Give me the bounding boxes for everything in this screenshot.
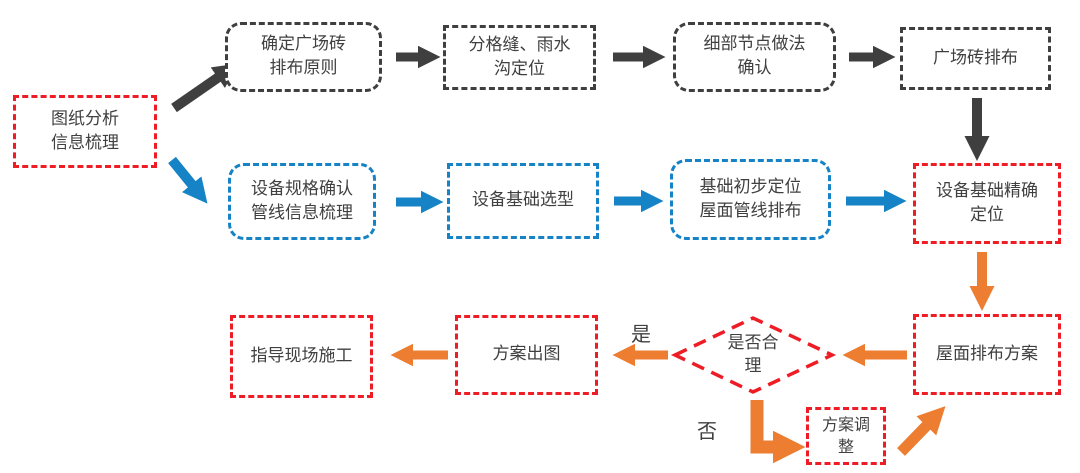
node-equipment-base-precise-positioning-label: 设备基础精确 定位	[936, 180, 1038, 225]
node-preliminary-positioning: 基础初步定位 屋面管线排布	[670, 159, 831, 240]
node-joint-gutter-positioning: 分格缝、雨水 沟定位	[443, 25, 596, 90]
node-plaza-tile-layout: 广场砖排布	[900, 27, 1051, 90]
node-joint-gutter-positioning-label: 分格缝、雨水 沟定位	[468, 34, 571, 79]
arrow-source-to-top1	[171, 63, 239, 113]
node-guide-site-construction-label: 指导现场施工	[250, 345, 353, 366]
node-roof-layout-plan-label: 屋面排布方案	[936, 343, 1038, 364]
decision-diamond	[670, 316, 837, 394]
node-equipment-spec-confirmation-label: 设备规格确认 管线信息梳理	[251, 178, 353, 223]
node-tile-layout-principle: 确定广场砖 排布原则	[225, 22, 382, 92]
node-plan-adjustment-label: 方案调 整	[821, 414, 870, 456]
node-plaza-tile-layout-label: 广场砖排布	[933, 47, 1018, 68]
node-detail-node-confirmation: 细部节点做法 确认	[673, 22, 836, 92]
arrow-decision-to-adjust	[750, 400, 806, 464]
node-drawing-analysis-label: 图纸分析 信息梳理	[51, 108, 119, 153]
branch-label-no: 否	[697, 419, 717, 443]
node-preliminary-positioning-label: 基础初步定位 屋面管线排布	[699, 176, 802, 221]
branch-label-yes: 是	[631, 322, 651, 346]
node-plan-adjustment: 方案调 整	[806, 407, 886, 465]
arrow-adjust-to-roofplan	[897, 406, 946, 456]
node-guide-site-construction: 指导现场施工	[230, 315, 373, 398]
node-drawing-analysis: 图纸分析 信息梳理	[13, 95, 157, 168]
node-plan-drawing-output: 方案出图	[455, 315, 598, 395]
node-equipment-spec-confirmation: 设备规格确认 管线信息梳理	[228, 163, 376, 240]
node-roof-layout-plan: 屋面排布方案	[913, 314, 1061, 395]
node-plan-drawing-output-label: 方案出图	[492, 344, 561, 365]
node-equipment-base-precise-positioning: 设备基础精确 定位	[913, 163, 1061, 244]
node-equipment-base-selection-label: 设备基础选型	[472, 190, 574, 211]
node-equipment-base-selection: 设备基础选型	[447, 163, 599, 239]
arrow-source-to-mid1	[168, 156, 208, 204]
node-tile-layout-principle-label: 确定广场砖 排布原则	[261, 34, 346, 78]
node-detail-node-confirmation-label: 细部节点做法 确认	[703, 34, 806, 78]
decision-label: 是否合 理	[727, 333, 779, 376]
